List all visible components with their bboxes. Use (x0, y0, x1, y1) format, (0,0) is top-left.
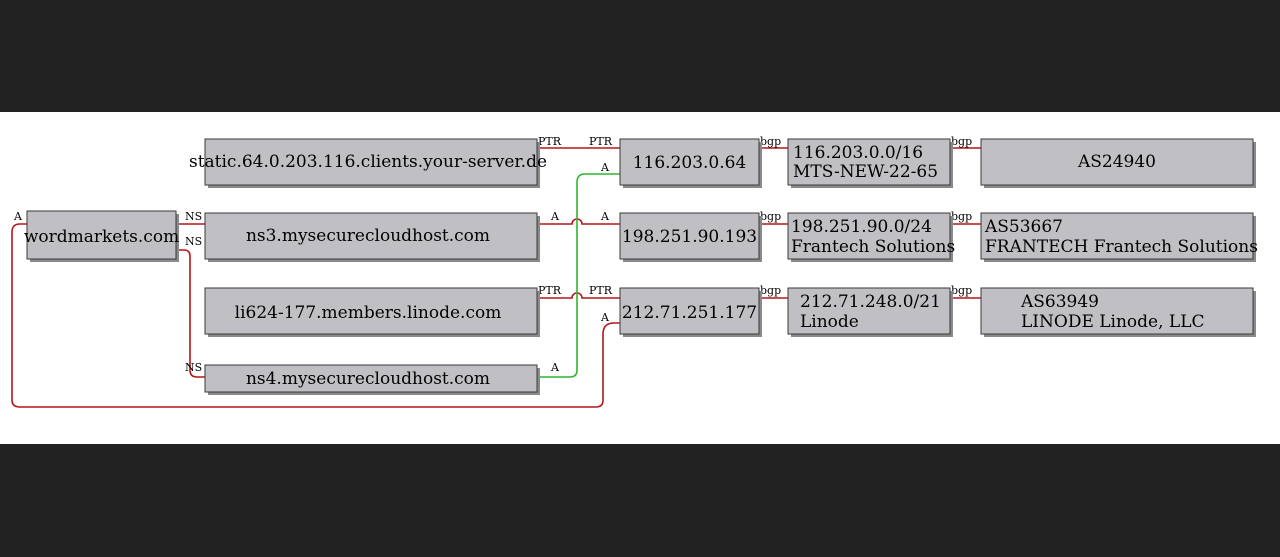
edge-domain-ns4 (176, 249, 205, 378)
edge-label-bgp: bgp (760, 284, 781, 297)
edge-label-ns: NS (185, 210, 202, 223)
node-ip-212-label: 212.71.251.177 (622, 303, 757, 323)
node-domain[interactable]: wordmarkets.com (24, 210, 179, 262)
node-ns3-label: ns3.mysecurecloudhost.com (246, 226, 490, 246)
node-as-24940-label: AS24940 (1077, 152, 1156, 172)
edge-label-bgp: bgp (951, 284, 972, 297)
dns-graph-canvas: A NS NS NS PTR PTR A A A PTR PTR A A bgp… (0, 112, 1280, 444)
edge-label-ns: NS (185, 235, 202, 248)
node-as-63949-number: AS63949 (1020, 292, 1099, 312)
edge-label-a: A (550, 210, 560, 223)
edge-label-bgp: bgp (760, 210, 781, 223)
edge-label-bgp: bgp (760, 135, 781, 148)
node-net-198[interactable]: 198.251.90.0/24 Frantech Solutions (787, 212, 955, 262)
node-as-53667[interactable]: AS53667 FRANTECH Frantech Solutions (980, 212, 1258, 262)
edge-domain-ip3 (11, 223, 620, 408)
node-net-198-name: Frantech Solutions (791, 237, 955, 257)
node-ip-116[interactable]: 116.203.0.64 (619, 138, 762, 188)
node-domain-label: wordmarkets.com (24, 227, 179, 247)
node-ip-198-label: 198.251.90.193 (622, 227, 757, 247)
node-net-116-name: MTS-NEW-22-65 (793, 162, 938, 182)
node-li624-label: li624-177.members.linode.com (235, 303, 502, 323)
node-net-212[interactable]: 212.71.248.0/21 Linode (787, 287, 953, 337)
edge-label-ns: NS (185, 361, 202, 374)
edge-label-ptr: PTR (538, 135, 562, 148)
node-net-198-prefix: 198.251.90.0/24 (791, 217, 932, 237)
dns-graph: A NS NS NS PTR PTR A A A PTR PTR A A bgp… (11, 135, 1258, 408)
edge-label-bgp: bgp (951, 135, 972, 148)
node-ns4-label: ns4.mysecurecloudhost.com (246, 369, 490, 389)
edge-label-bgp: bgp (951, 210, 972, 223)
edge-label-ptr: PTR (589, 284, 613, 297)
node-li624[interactable]: li624-177.members.linode.com (204, 287, 540, 337)
node-static-host[interactable]: static.64.0.203.116.clients.your-server.… (189, 138, 547, 188)
node-net-212-name: Linode (800, 312, 859, 332)
node-as-53667-number: AS53667 (984, 217, 1063, 237)
node-ip-116-label: 116.203.0.64 (633, 153, 747, 173)
node-as-63949-name: LINODE Linode, LLC (1021, 312, 1205, 332)
node-net-116[interactable]: 116.203.0.0/16 MTS-NEW-22-65 (787, 138, 953, 188)
node-ip-198[interactable]: 198.251.90.193 (619, 212, 762, 262)
edge-label-a: A (550, 361, 560, 374)
edge-label-a: A (600, 161, 610, 174)
node-ns4[interactable]: ns4.mysecurecloudhost.com (204, 364, 540, 395)
edge-label-ptr: PTR (538, 284, 562, 297)
edge-ns4-ip1 (537, 173, 620, 378)
edge-label-a: A (600, 210, 610, 223)
node-net-116-prefix: 116.203.0.0/16 (793, 143, 923, 163)
node-ip-212[interactable]: 212.71.251.177 (619, 287, 762, 337)
node-ns3[interactable]: ns3.mysecurecloudhost.com (204, 212, 540, 262)
node-as-53667-name: FRANTECH Frantech Solutions (985, 237, 1258, 257)
node-as-63949[interactable]: AS63949 LINODE Linode, LLC (980, 287, 1256, 337)
node-net-212-prefix: 212.71.248.0/21 (800, 292, 941, 312)
edge-label-a: A (13, 210, 23, 223)
node-as-24940[interactable]: AS24940 (980, 138, 1256, 188)
node-static-host-label: static.64.0.203.116.clients.your-server.… (189, 152, 547, 172)
edge-label-a: A (600, 311, 610, 324)
edge-label-ptr: PTR (589, 135, 613, 148)
